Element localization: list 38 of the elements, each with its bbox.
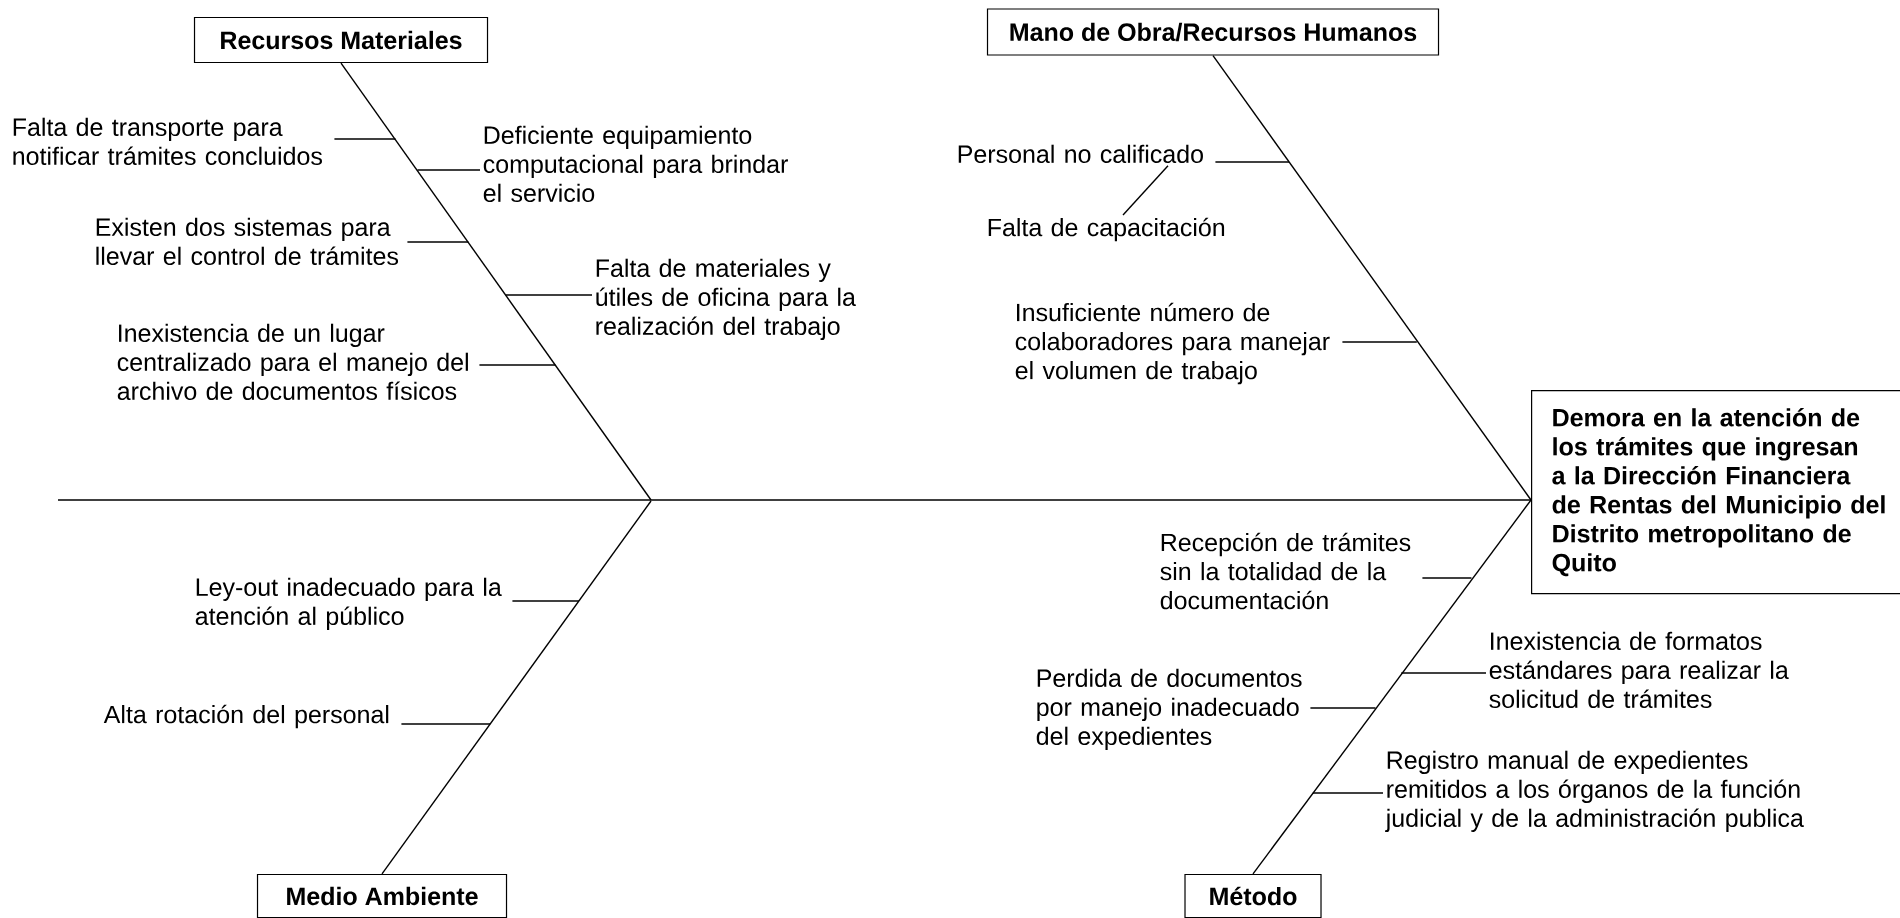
category-box: Recursos Materiales bbox=[193, 16, 489, 64]
branch-line bbox=[1312, 792, 1384, 794]
cause-text: Existen dos sistemas para llevar el control de trámites bbox=[96, 217, 399, 266]
cause-text: Falta de transporte para notificar trámites concluidos bbox=[13, 117, 322, 166]
bone-line bbox=[1252, 499, 1532, 875]
spine-line bbox=[57, 499, 1532, 501]
branch-line bbox=[406, 241, 470, 243]
cause-text: Alta rotación del personal bbox=[103, 704, 389, 729]
branch-line bbox=[333, 138, 397, 140]
bone-line bbox=[381, 500, 652, 875]
branch-line bbox=[1214, 161, 1290, 163]
branch-line bbox=[400, 723, 491, 725]
branch-line bbox=[1421, 577, 1473, 579]
branch-line bbox=[505, 294, 593, 296]
effect-box: Demora en la atención de los trámites que ingresan a la Dirección Financiera de Rentas del Municipio del Distrito metropolitano de Quito bbox=[1531, 390, 1900, 595]
cause-text: Inexistencia de un lugar centralizado para el manejo del archivo de documentos físicos bbox=[117, 323, 468, 401]
branch-line bbox=[1341, 341, 1418, 343]
branch-line bbox=[478, 364, 557, 366]
category-box: Método bbox=[1184, 873, 1322, 918]
cause-text: Personal no calificado bbox=[958, 144, 1203, 164]
cause-text: Inexistencia de formatos estándares para realizar la solicitud de trámites bbox=[1489, 631, 1789, 709]
cause-text: Falta de capacitación bbox=[988, 217, 1225, 242]
branch-line bbox=[416, 169, 481, 171]
branch-line bbox=[1400, 672, 1487, 674]
cause-text: Falta de materiales y útiles de oficina para la realización del trabajo bbox=[596, 258, 856, 340]
cause-text: Perdida de documentos por manejo inadecuado del expedientes bbox=[1036, 668, 1302, 750]
branch-line bbox=[1122, 165, 1169, 216]
cause-text: Deficiente equipamiento computacional para brindar el servicio bbox=[483, 125, 788, 203]
branch-line bbox=[1309, 707, 1377, 709]
cause-text: Insuficiente número de colaboradores para manejar el volumen de trabajo bbox=[1015, 302, 1330, 385]
cause-text: Registro manual de expedientes remitidos a los órganos de la función judicial y de la administración publica bbox=[1385, 750, 1804, 832]
category-box: Medio Ambiente bbox=[256, 873, 508, 918]
cause-text: Recepción de trámites sin la totalidad de la documentación bbox=[1160, 532, 1411, 610]
category-box: Mano de Obra/Recursos Humanos bbox=[986, 8, 1440, 56]
cause-text: Ley-out inadecuado para la atención al público bbox=[195, 577, 502, 630]
bone-line bbox=[1212, 54, 1532, 501]
bone-line bbox=[340, 62, 652, 501]
branch-line bbox=[511, 600, 580, 602]
